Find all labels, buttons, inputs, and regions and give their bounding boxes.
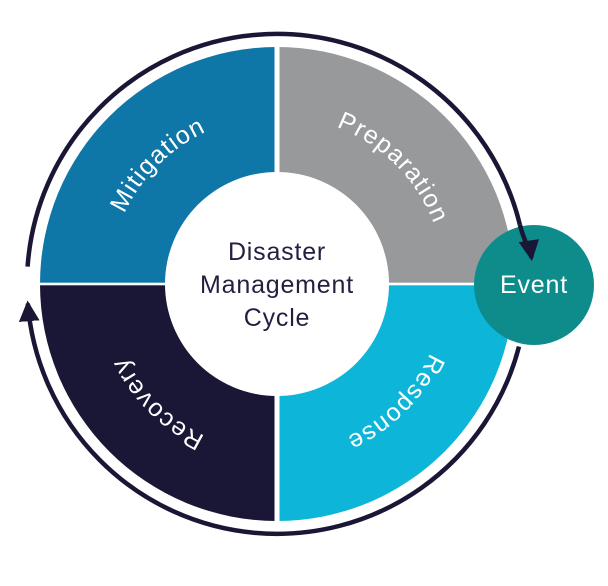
cycle-title-line-2: Management: [200, 271, 354, 299]
cycle-arrow-upper-arc: [25, 31, 523, 267]
cycle-title-line-1: Disaster: [228, 238, 326, 266]
event-circle: [474, 225, 594, 345]
center-circle: [165, 172, 389, 396]
event-arrow: [517, 224, 540, 262]
event-label: Event: [500, 271, 568, 299]
cycle-title-line-3: Cycle: [244, 304, 311, 332]
cycle-arrow-lower-arc: [18, 300, 522, 537]
